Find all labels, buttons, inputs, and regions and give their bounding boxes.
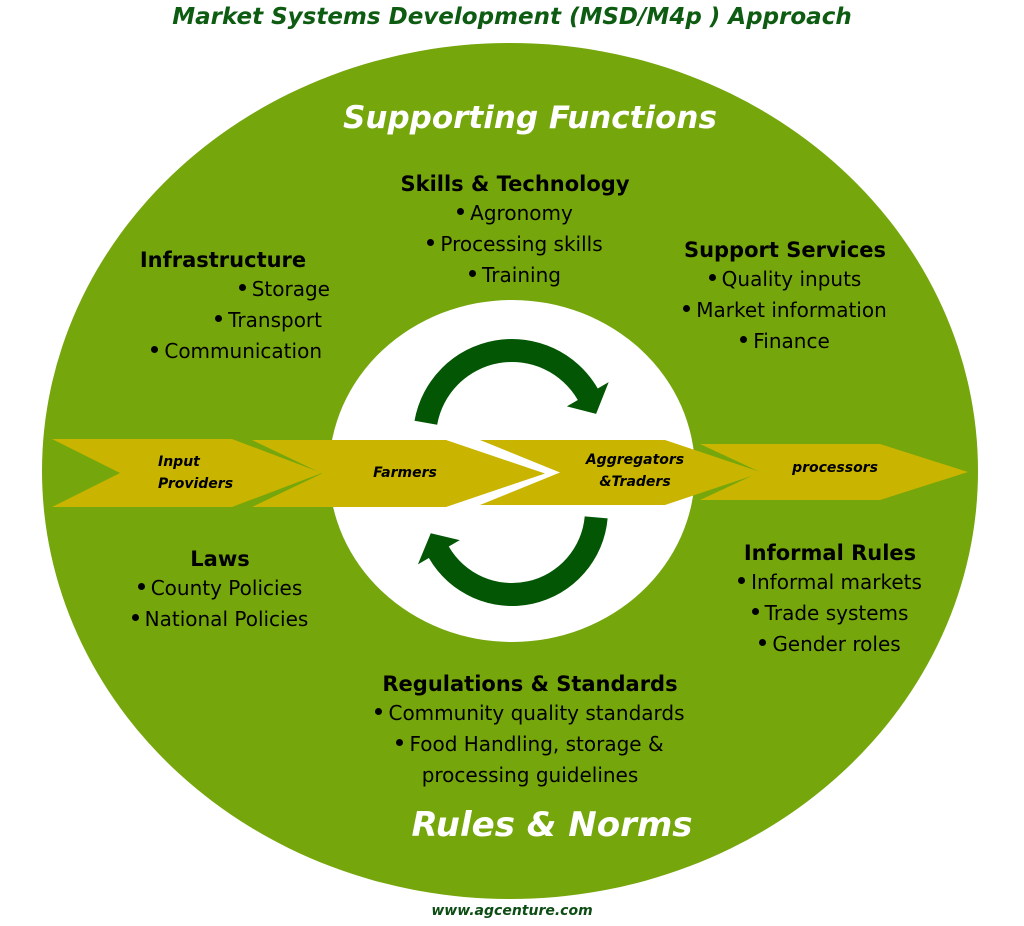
skills-technology-block: Skills & Technology Agronomy Processing … [360,170,670,291]
rules-norms-label: Rules & Norms [411,805,693,845]
list-item: County Policies [100,573,340,604]
list-item: Storage [110,274,330,305]
list-item: Transport [110,305,330,336]
list-item: Market information [650,295,920,326]
bullet-icon [751,608,759,615]
cycle-arrow-bottom-icon [417,516,608,607]
bullet-icon [427,239,435,246]
list-item: Informal markets [705,567,955,598]
laws-heading: Laws [190,547,250,571]
chevron-label-aggregators-traders: Aggregators &Traders [585,452,685,490]
list-item: Trade systems [705,598,955,629]
chevron-label-processors: processors [792,460,878,476]
bullet-icon [683,305,691,312]
skills-technology-heading: Skills & Technology [400,172,630,196]
list-item: Processing skills [360,229,670,260]
list-item: Training [360,260,670,291]
list-item: National Policies [100,604,340,635]
chevron-aggregators-traders [480,440,762,505]
footer-website: www.agcenture.com [431,903,593,919]
list-item: Quality inputs [650,264,920,295]
bullet-icon [137,583,145,590]
list-item: Food Handling, storage & [340,729,720,760]
list-item: Communication [110,336,330,367]
list-item: Finance [650,326,920,357]
chevron-processors [700,444,968,500]
support-services-heading: Support Services [683,238,887,262]
page-title: Market Systems Development (MSD/M4p ) Ap… [172,4,852,30]
bullet-icon [708,274,716,281]
list-item: processing guidelines [421,763,639,787]
chevron-label-farmers: Farmers [373,465,437,481]
chevron-input-providers [52,439,322,507]
list-item: Agronomy [360,198,670,229]
chevron-farmers [252,440,545,507]
supporting-functions-label: Supporting Functions [343,100,717,136]
infrastructure-block: Infrastructure Storage Transport Communi… [110,246,330,367]
bullet-icon [740,336,748,343]
regulations-standards-block: Regulations & Standards Community qualit… [340,670,720,791]
bullet-icon [238,284,246,291]
bullet-icon [151,346,159,353]
cycle-arrow-top-icon [414,339,609,425]
bullet-icon [738,577,746,584]
list-item: Gender roles [705,629,955,660]
laws-block: Laws County Policies National Policies [100,545,340,635]
bullet-icon [215,315,223,322]
bullet-icon [457,208,465,215]
chevron-label-input-providers: Input Providers [158,454,234,492]
bullet-icon [375,708,383,715]
infrastructure-heading: Infrastructure [139,248,307,272]
regulations-standards-heading: Regulations & Standards [382,672,678,696]
bullet-icon [131,614,139,621]
support-services-block: Support Services Quality inputs Market i… [650,236,920,357]
informal-rules-heading: Informal Rules [743,541,917,565]
bullet-icon [396,739,404,746]
bullet-icon [759,639,767,646]
bullet-icon [469,270,477,277]
list-item: Community quality standards [340,698,720,729]
informal-rules-block: Informal Rules Informal markets Trade sy… [705,539,955,660]
